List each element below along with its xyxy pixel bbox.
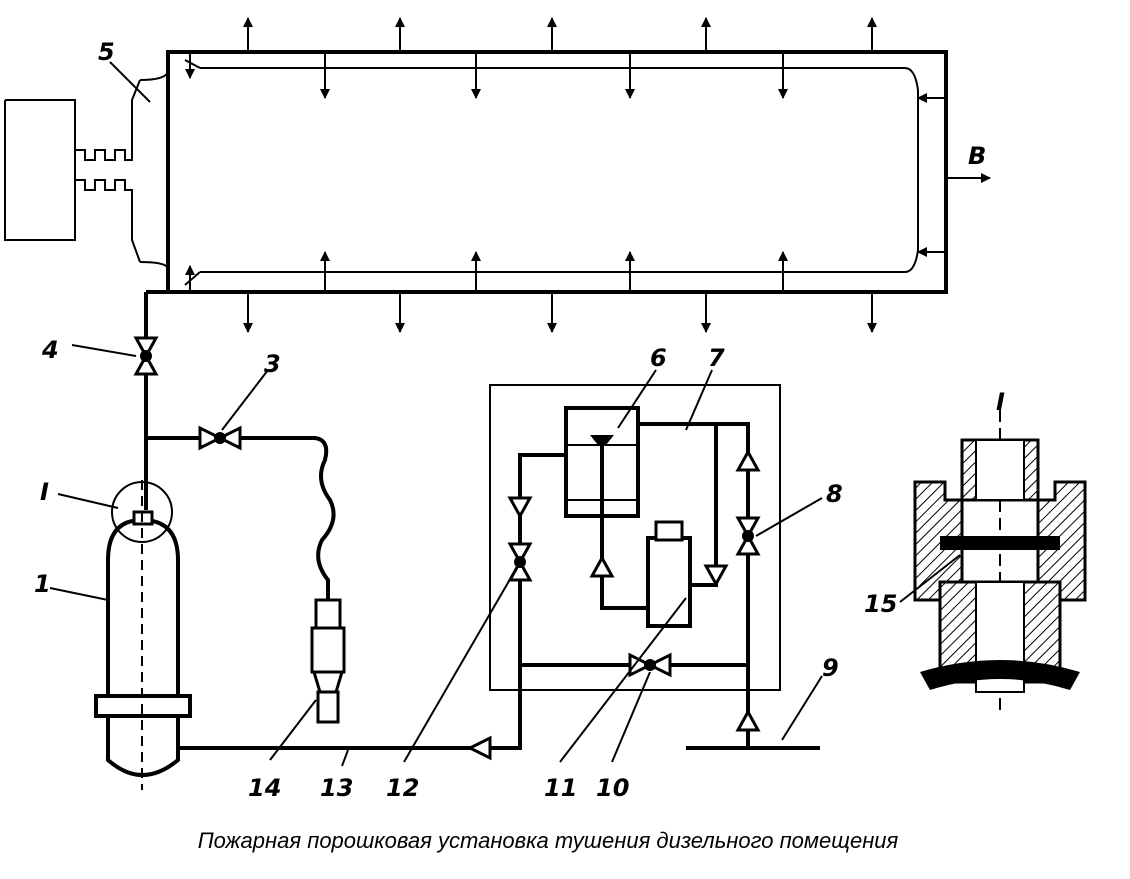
- label-1: 1: [34, 570, 51, 598]
- label-b: В: [968, 142, 986, 170]
- nozzle-arrows: [185, 17, 991, 333]
- main-pipe: [144, 290, 168, 510]
- label-12: 12: [386, 774, 419, 802]
- label-14: 14: [248, 774, 281, 802]
- label-8: 8: [826, 480, 843, 508]
- caption: Пожарная порошковая установка тушения ди…: [198, 828, 899, 853]
- collector-ring: [139, 50, 948, 294]
- label-4: 4: [41, 336, 59, 364]
- detail-section: [913, 410, 1087, 710]
- label-11: 11: [544, 774, 577, 802]
- label-3: 3: [264, 350, 281, 378]
- label-5: 5: [98, 38, 115, 66]
- hose-branch: [146, 425, 336, 600]
- label-13: 13: [320, 774, 353, 802]
- powder-cylinder: [94, 480, 192, 790]
- hand-nozzle-14: [310, 598, 346, 724]
- line-13: [178, 570, 522, 761]
- engine-block: [4, 79, 141, 263]
- label-roman-detail: I: [996, 388, 1005, 416]
- label-roman-main: I: [40, 478, 49, 506]
- label-10: 10: [596, 774, 629, 802]
- control-block: [489, 384, 781, 748]
- label-6: 6: [650, 344, 667, 372]
- valve-4: [133, 336, 159, 376]
- label-9: 9: [822, 654, 839, 682]
- label-7: 7: [708, 344, 725, 372]
- label-15: 15: [864, 590, 897, 618]
- leader-lines: [49, 61, 961, 767]
